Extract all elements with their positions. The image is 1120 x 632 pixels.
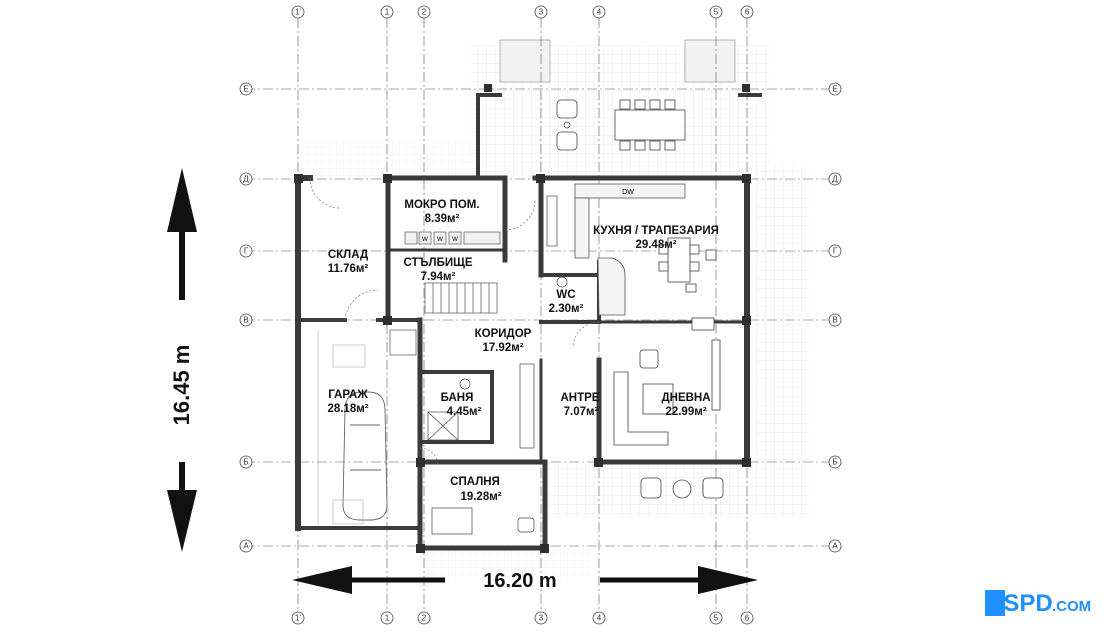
axis-label-v6-bottom: 6 (745, 614, 750, 623)
room-name-antre: АНТРЕ (561, 392, 600, 404)
height-dimension-arrow (167, 168, 197, 552)
axis-label-v5-top: 5 (714, 8, 719, 17)
axis-label-v3-top: 3 (539, 8, 544, 17)
room-name-garazh: ГАРАЖ (328, 389, 368, 401)
axis-label-b-left: Б (243, 458, 248, 467)
room-name-mokro: МОКРО ПОМ. (404, 199, 479, 211)
room-area-antre: 7.07м² (564, 406, 599, 418)
car-icon (317, 330, 388, 525)
room-name-kitchen: КУХНЯ / ТРАПЕЗАРИЯ (593, 225, 719, 237)
room-name-dnevna: ДНЕВНА (661, 392, 710, 404)
room-name-stalbishte: СТЪЛБИЩЕ (403, 257, 472, 269)
room-name-spalnya: СПАЛНЯ (450, 476, 500, 488)
room-area-mokro: 8.39м² (425, 213, 460, 225)
room-area-stalbishte: 7.94м² (421, 271, 456, 283)
dining-table (614, 99, 717, 293)
axis-label-d-right: Д (832, 175, 838, 184)
dishwasher-label: DW (622, 189, 634, 196)
room-name-wc: WC (556, 289, 575, 301)
logo-suffix-text: .COM (1052, 598, 1091, 615)
room-area-koridor: 17.92м² (482, 342, 523, 354)
armchairs (556, 99, 724, 499)
axis-label-v2-top: 2 (422, 8, 427, 17)
washer-label-2: W (437, 237, 443, 243)
washer-label-3: W (452, 237, 458, 243)
axis-label-v1p-bottom: 1' (295, 614, 301, 623)
room-area-banya: 4.45м² (447, 406, 482, 418)
wet-room-fixtures (404, 231, 501, 245)
height-dimension-label: 16.45 m (169, 345, 194, 426)
axis-label-v6-top: 6 (745, 8, 750, 17)
staircase (389, 282, 498, 356)
width-dimension-label: 16.20 m (483, 570, 556, 592)
axis-label-v1-top: 1 (385, 8, 390, 17)
room-area-spalnya: 19.28м² (460, 491, 501, 503)
room-area-sklad: 11.76м² (328, 263, 369, 275)
sofa (613, 317, 721, 446)
axis-markers (239, 5, 842, 625)
room-area-garazh: 28.18м² (327, 403, 368, 415)
door-swings (309, 177, 600, 467)
axis-label-v5-bottom: 5 (714, 614, 719, 623)
washer-label-1: W (422, 237, 428, 243)
room-area-kitchen: 29.48м² (635, 239, 676, 251)
axis-label-e-right: Е (832, 85, 837, 94)
axis-label-g-left: Г (244, 247, 249, 256)
axis-label-v3-bottom: 3 (539, 614, 544, 623)
room-name-koridor: КОРИДОР (475, 328, 532, 340)
axis-label-e-left: Е (243, 85, 248, 94)
walls (295, 93, 762, 551)
bathroom-fixtures (427, 195, 568, 535)
axis-grid (245, 18, 835, 612)
columns (294, 84, 751, 553)
width-dimension-arrow (292, 566, 758, 594)
axis-label-v-left: В (243, 316, 248, 325)
room-area-wc: 2.30м² (549, 303, 584, 315)
kitchen-counter (574, 183, 686, 316)
axis-label-a-left: А (243, 542, 249, 551)
site-logo: 1SPD .COM (985, 590, 1091, 617)
axis-label-v4-bottom: 4 (597, 614, 602, 623)
axis-label-d-left: Д (243, 175, 249, 184)
room-name-sklad: СКЛАД (328, 249, 368, 261)
axis-label-a-right: А (832, 542, 838, 551)
axis-label-v2-bottom: 2 (422, 614, 427, 623)
logo-main-text: 1SPD (990, 590, 1053, 617)
axis-label-g-right: Г (833, 247, 838, 256)
axis-label-b-right: Б (832, 458, 837, 467)
room-name-banya: БАНЯ (441, 392, 474, 404)
axis-label-v1p-top: 1' (295, 8, 301, 17)
room-area-dnevna: 22.99м² (665, 406, 706, 418)
axis-label-v4-top: 4 (597, 8, 602, 17)
axis-label-v-right: В (832, 316, 837, 325)
axis-label-v1-bottom: 1 (385, 614, 390, 623)
